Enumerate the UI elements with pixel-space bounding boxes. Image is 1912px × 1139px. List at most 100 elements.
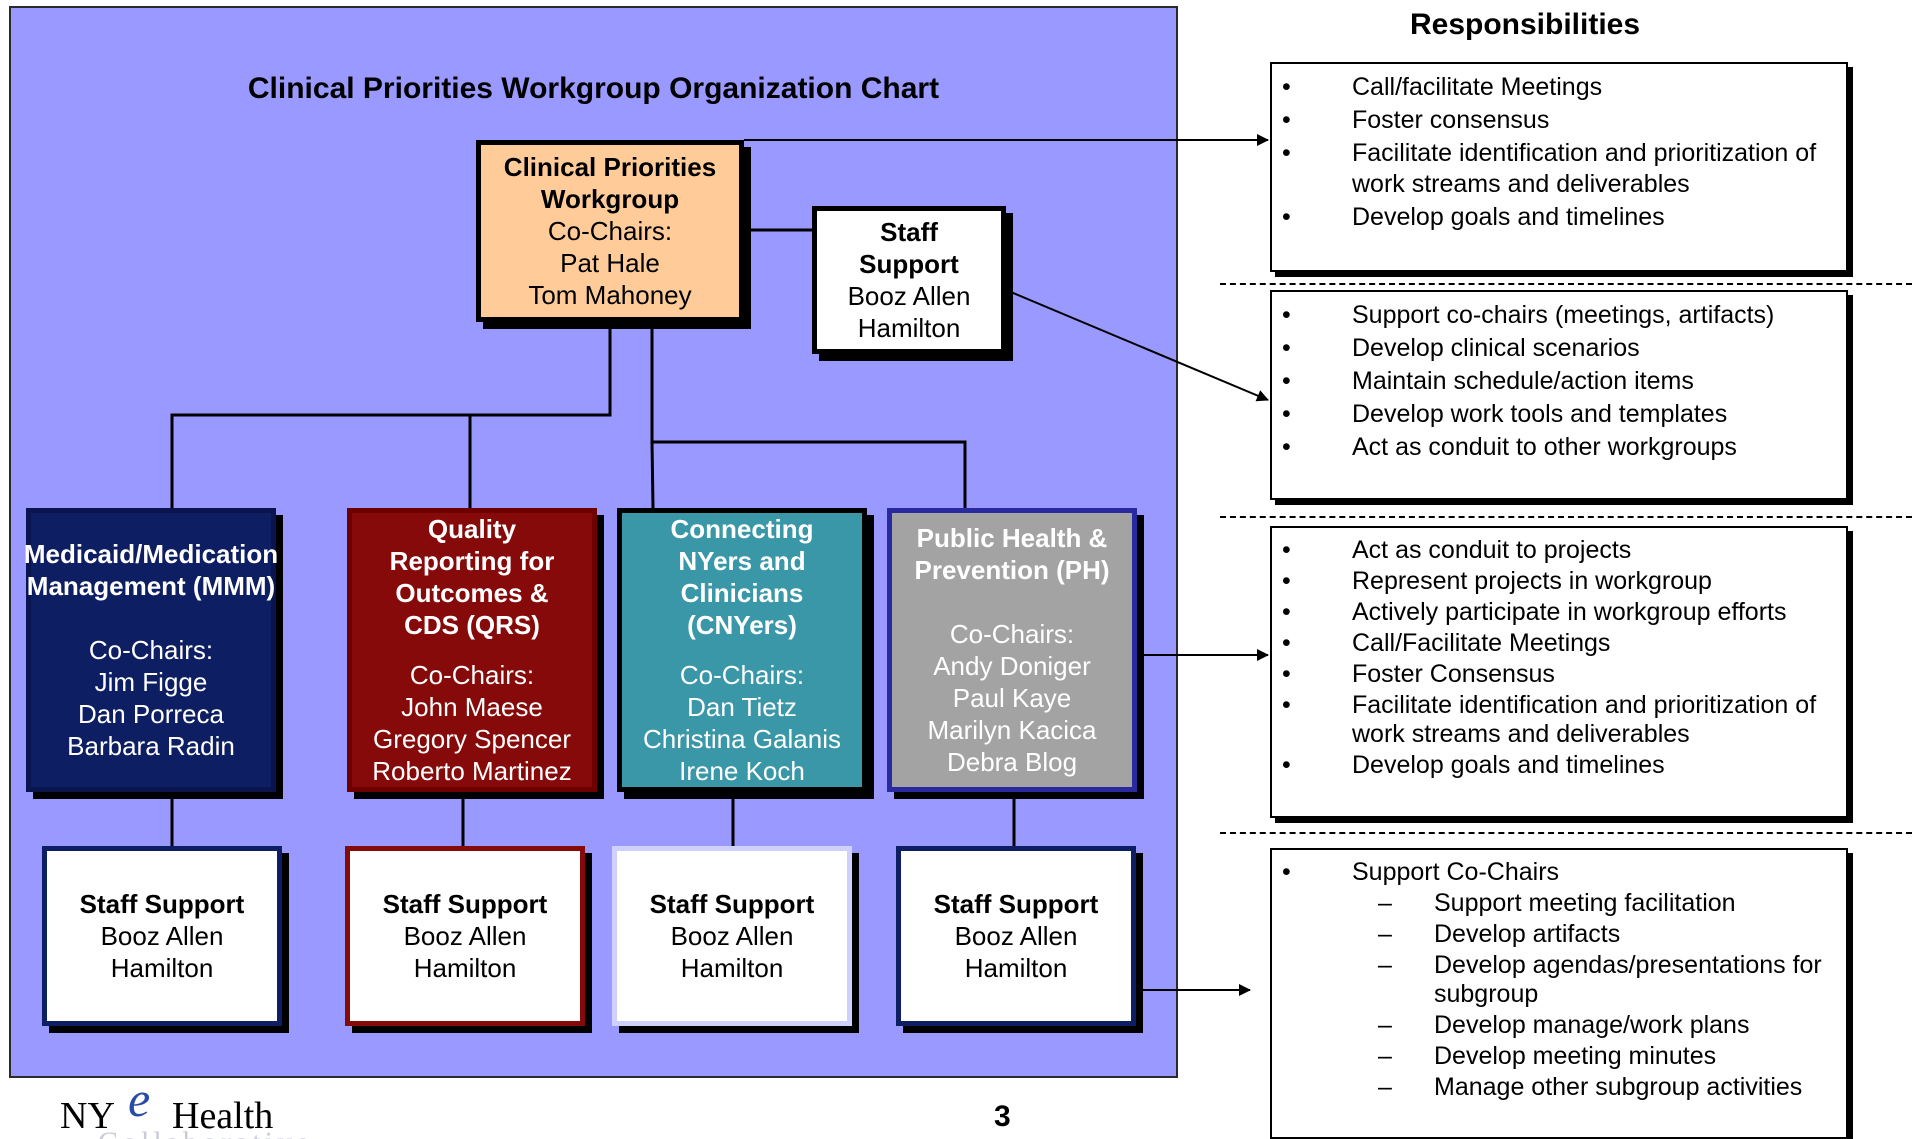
- ny-ehealth-collaborative-logo: NY e Health Collaborative: [60, 1082, 360, 1139]
- responsibility-item: •Call/Facilitate Meetings: [1272, 629, 1846, 658]
- responsibility-text: Represent projects in workgroup: [1352, 567, 1712, 595]
- responsibility-item: • Maintain schedule/action items: [1272, 366, 1846, 397]
- dashed-divider: [1220, 283, 1912, 285]
- node-body: Booz Allen Hamilton: [847, 281, 971, 343]
- dash-marker: –: [1378, 889, 1392, 917]
- bullet-marker: •: [1282, 334, 1291, 362]
- responsibility-item: • Actively participate in workgroup effor…: [1272, 598, 1846, 627]
- node-body: Co-Chairs: Pat Hale Tom Mahoney: [528, 216, 692, 310]
- responsibility-text: Act as conduit to projects: [1352, 536, 1632, 564]
- responsibility-text: Develop agendas/presentations for subgro…: [1434, 951, 1822, 1008]
- responsibility-item: •Support co-chairs (meetings, artifacts): [1272, 300, 1846, 331]
- chart-title: Clinical Priorities Workgroup Organizati…: [247, 72, 940, 105]
- responsibilities-box-subgroups: • Act as conduit to projects • Represent pr…: [1270, 526, 1848, 818]
- bullet-marker: •: [1282, 567, 1291, 595]
- responsibilities-box-subgroup-staff: • Support Co-Chairs – Support meeting facil…: [1270, 848, 1848, 1139]
- bullet-marker: •: [1282, 751, 1291, 779]
- responsibility-text: Actively participate in workgroup effort…: [1352, 598, 1787, 626]
- responsibility-item: • Act as conduit to other workgroups: [1272, 432, 1846, 463]
- bullet-marker: •: [1282, 73, 1291, 101]
- responsibility-item: • Represent projects in workgroup: [1272, 567, 1846, 596]
- responsibility-item: • Develop clinical scenarios: [1272, 333, 1846, 364]
- node-body: Booz Allen Hamilton: [954, 921, 1078, 983]
- bullet-marker: •: [1282, 367, 1291, 395]
- responsibility-text: Maintain schedule/action items: [1352, 367, 1694, 395]
- responsibility-subitem: – Develop meeting minutes: [1272, 1042, 1846, 1071]
- staff-support-node: Staff Support Booz Allen Hamilton: [812, 206, 1006, 354]
- node-title: Staff Support: [382, 889, 548, 919]
- responsibility-text: Facilitate identification and prioritiza…: [1352, 691, 1817, 748]
- node-body: Co-Chairs: Andy Doniger Paul Kaye Marily…: [927, 619, 1097, 777]
- responsibilities-box-staff-support: •Support co-chairs (meetings, artifacts)…: [1270, 290, 1848, 500]
- staff-support-cnyers-node: Staff Support Booz Allen Hamilton: [612, 846, 852, 1026]
- bullet-marker: •: [1282, 536, 1291, 564]
- responsibilities-box-workgroup: • Call/facilitate Meetings • Foster consens…: [1270, 62, 1848, 272]
- connector-top-to-cny-ph: [650, 300, 967, 509]
- subgroup-mmm-node: Medicaid/Medication Management (MMM) Co-…: [23, 508, 279, 792]
- dash-marker: –: [1378, 1011, 1392, 1039]
- clinical-priorities-workgroup-node: Clinical Priorities Workgroup Co-Chairs:…: [476, 140, 744, 322]
- bullet-marker: •: [1282, 858, 1291, 886]
- bullet-marker: •: [1282, 106, 1291, 134]
- bullet-marker: •: [1282, 400, 1291, 428]
- responsibility-text: Foster consensus: [1352, 106, 1550, 134]
- responsibility-text: Develop goals and timelines: [1352, 751, 1665, 779]
- responsibility-item: • Support Co-Chairs: [1272, 858, 1846, 887]
- dash-marker: –: [1378, 1042, 1392, 1070]
- node-title: Quality Reporting for Outcomes & CDS (QR…: [389, 514, 555, 640]
- dashed-divider: [1220, 516, 1912, 518]
- responsibility-text: Manage other subgroup activities: [1434, 1073, 1803, 1101]
- responsibility-subitem: – Develop manage/work plans: [1272, 1011, 1846, 1040]
- node-title: Medicaid/Medication Management (MMM): [23, 539, 279, 601]
- bullet-marker: •: [1282, 660, 1291, 688]
- responsibility-text: Support meeting facilitation: [1434, 889, 1736, 917]
- staff-support-mmm-node: Staff Support Booz Allen Hamilton: [42, 846, 282, 1026]
- arrow-to-resp-2: [1005, 289, 1269, 402]
- responsibility-text: Foster Consensus: [1352, 660, 1555, 688]
- responsibility-text: Support co-chairs (meetings, artifacts): [1352, 301, 1775, 329]
- staff-support-qrs-node: Staff Support Booz Allen Hamilton: [345, 846, 585, 1026]
- responsibility-text: Develop goals and timelines: [1352, 203, 1665, 231]
- logo-text-health: Health: [172, 1095, 274, 1137]
- responsibility-text: Call/facilitate Meetings: [1352, 73, 1603, 101]
- dash-marker: –: [1378, 951, 1392, 979]
- responsibility-text: Call/Facilitate Meetings: [1352, 629, 1611, 657]
- staff-support-ph-node: Staff Support Booz Allen Hamilton: [896, 846, 1136, 1026]
- responsibility-item: • Act as conduit to projects: [1272, 536, 1846, 565]
- bullet-marker: •: [1282, 139, 1291, 167]
- responsibility-subitem: –Manage other subgroup activities: [1272, 1073, 1846, 1102]
- dash-marker: –: [1378, 920, 1392, 948]
- responsibility-item: • Foster consensus: [1272, 105, 1846, 136]
- responsibility-item: • Call/facilitate Meetings: [1272, 72, 1846, 103]
- node-body: Co-Chairs: Dan Tietz Christina Galanis I…: [643, 660, 841, 786]
- subgroup-qrs-node: Quality Reporting for Outcomes & CDS (QR…: [347, 508, 597, 792]
- node-body: Booz Allen Hamilton: [670, 921, 794, 983]
- responsibility-text: Develop manage/work plans: [1434, 1011, 1750, 1039]
- node-body: Co-Chairs: John Maese Gregory Spencer Ro…: [372, 660, 572, 786]
- node-title: Public Health & Prevention (PH): [914, 523, 1110, 585]
- responsibility-text: Support Co-Chairs: [1352, 858, 1560, 886]
- bullet-marker: •: [1282, 433, 1291, 461]
- bullet-marker: •: [1282, 203, 1291, 231]
- responsibility-item: •Facilitate identification and prioritiz…: [1272, 691, 1846, 749]
- responsibility-text: Develop meeting minutes: [1434, 1042, 1717, 1070]
- bullet-marker: •: [1282, 598, 1291, 626]
- logo-text-collaborative: Collaborative: [98, 1126, 313, 1139]
- node-title: Staff Support: [859, 217, 959, 279]
- node-title: Clinical Priorities Workgroup: [503, 152, 717, 214]
- responsibilities-heading: Responsibilities: [1409, 8, 1641, 41]
- responsibility-text: Develop clinical scenarios: [1352, 334, 1640, 362]
- responsibility-text: Act as conduit to other workgroups: [1352, 433, 1737, 461]
- node-body: Co-Chairs: Jim Figge Dan Porreca Barbara…: [67, 635, 235, 761]
- node-title: Staff Support: [79, 889, 245, 919]
- responsibility-item: •Facilitate identification and prioritiz…: [1272, 138, 1846, 200]
- subgroup-cnyers-node: Connecting NYers and Clinicians (CNYers)…: [617, 508, 867, 792]
- responsibility-subitem: – Support meeting facilitation: [1272, 889, 1846, 918]
- node-body: Booz Allen Hamilton: [403, 921, 527, 983]
- connector-top-to-mmm-qrs: [170, 327, 612, 508]
- subgroup-ph-node: Public Health & Prevention (PH) Co-Chair…: [887, 508, 1137, 792]
- page-number: 3: [994, 1100, 1011, 1133]
- responsibility-item: • Develop goals and timelines: [1272, 202, 1846, 233]
- node-title: Staff Support: [649, 889, 815, 919]
